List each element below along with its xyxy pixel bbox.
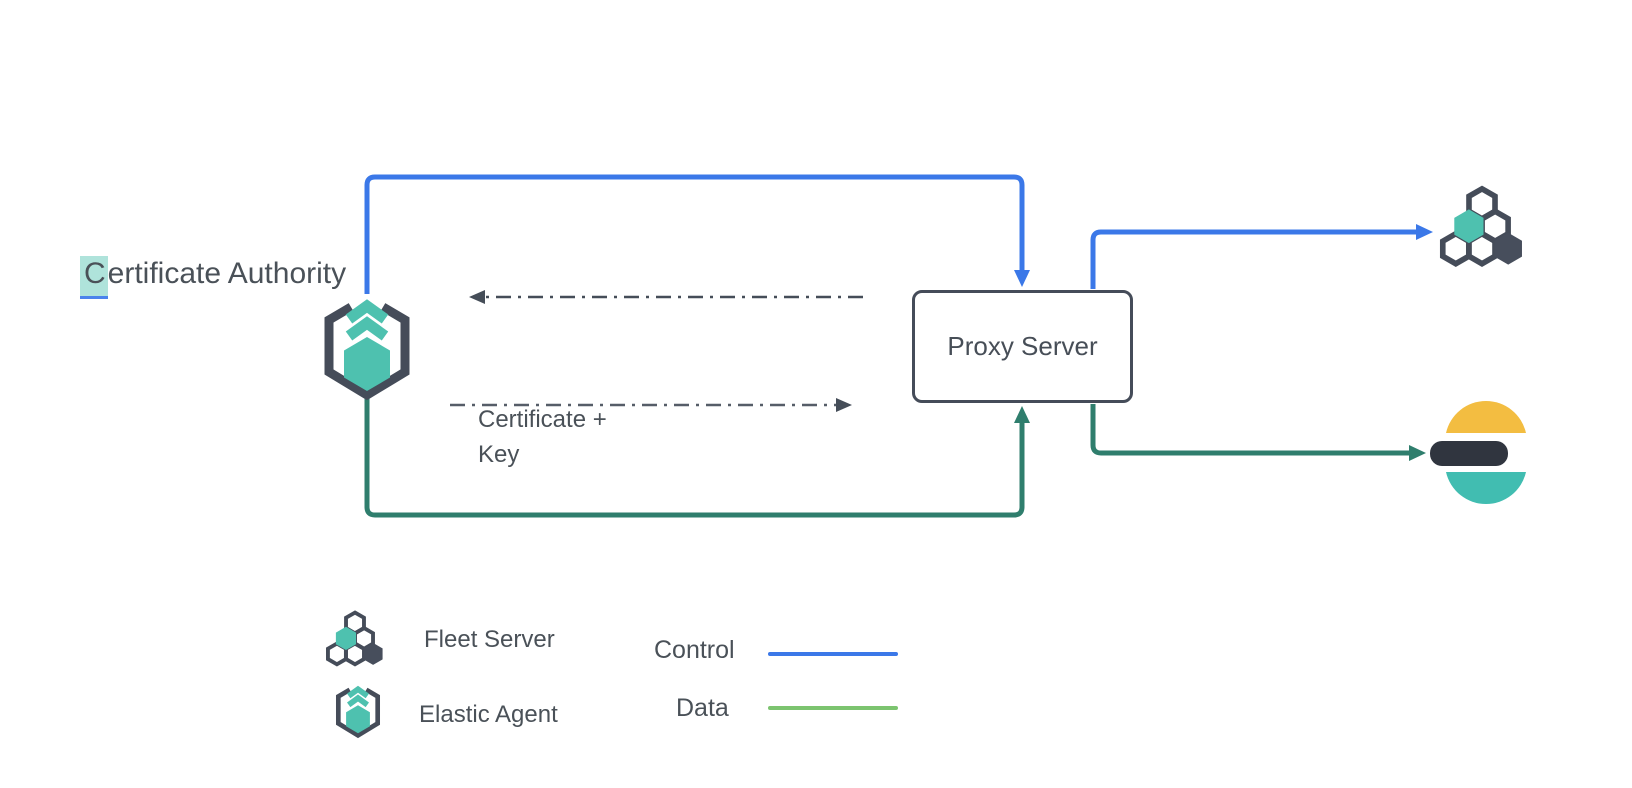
- fleet-server-icon[interactable]: [1437, 185, 1527, 274]
- legend-elastic-agent-label: Elastic Agent: [419, 701, 558, 728]
- legend-control-label: Control: [654, 636, 735, 664]
- control-connector-agent-to-proxy[interactable]: [364, 174, 1030, 294]
- legend-elastic-agent-icon[interactable]: [330, 682, 386, 740]
- selected-character: C: [80, 256, 108, 299]
- data-connector-agent-to-proxy[interactable]: [364, 398, 1030, 518]
- control-connector-proxy-to-fleet[interactable]: [1090, 224, 1433, 289]
- legend-fleet-server-icon[interactable]: [324, 610, 386, 672]
- certificate-key-line2: Key: [478, 441, 520, 468]
- data-connector-proxy-to-elasticsearch[interactable]: [1090, 404, 1426, 461]
- certificate-authority-text: ertificate Authority: [107, 257, 347, 290]
- certificate-key-label[interactable]: Certificate + Key: [478, 402, 607, 472]
- elasticsearch-icon[interactable]: [1430, 400, 1527, 504]
- certificate-key-line1: Certificate +: [478, 406, 607, 433]
- proxy-server-node[interactable]: Proxy Server: [912, 290, 1133, 403]
- proxy-server-label: Proxy Server: [947, 331, 1098, 361]
- legend-data-label: Data: [676, 694, 729, 722]
- certificate-authority-label[interactable]: Certificate Authority: [80, 256, 347, 299]
- legend-control-line[interactable]: [768, 652, 898, 656]
- legend-fleet-server-label: Fleet Server: [424, 626, 555, 653]
- legend-data-line[interactable]: [768, 706, 898, 710]
- elastic-agent-icon[interactable]: [314, 292, 420, 404]
